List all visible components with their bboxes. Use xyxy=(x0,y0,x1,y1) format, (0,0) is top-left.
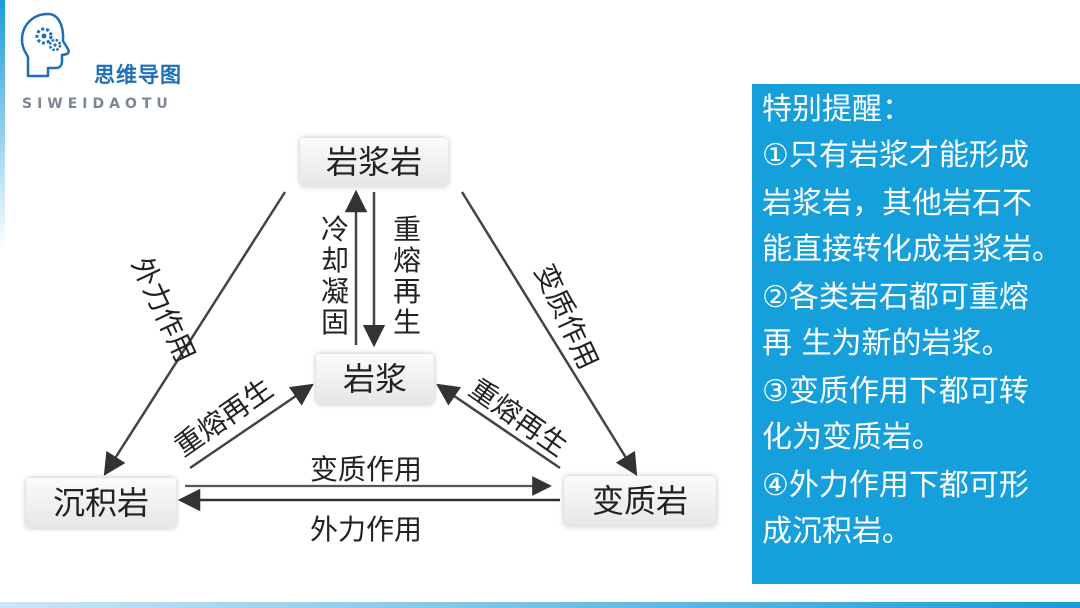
reminder-line: 再 生为新的岩浆。 xyxy=(762,326,1012,361)
head-with-gears-icon xyxy=(20,12,70,78)
logo-subtitle: SIWEIDAOTU xyxy=(22,96,173,112)
reminder-line: 岩浆岩，其他岩石不 xyxy=(762,186,1032,221)
label-remelting-vertical: 重熔再生 xyxy=(392,213,421,339)
label-cooling: 冷却凝固 xyxy=(320,213,349,339)
label-external-force-bottom: 外力作用 xyxy=(310,513,423,546)
reminder-title: 特别提醒： xyxy=(762,92,912,127)
reminder-panel: 特别提醒： ①只有岩浆才能形成 岩浆岩，其他岩石不 能直接转化成岩浆岩。 ②各类… xyxy=(752,84,1080,584)
arrow-magma-rock-to-sedimentary xyxy=(103,191,287,476)
reminder-line: ②各类岩石都可重熔 xyxy=(762,280,1029,315)
node-magma-rock: 岩浆岩 xyxy=(300,138,448,186)
node-magma: 岩浆 xyxy=(316,354,434,404)
bottom-accent-bar xyxy=(0,602,1080,608)
arrow-sedimentary-to-magma xyxy=(189,383,314,470)
reminder-line: 成沉积岩。 xyxy=(762,514,912,549)
node-sedimentary-rock: 沉积岩 xyxy=(26,478,176,528)
arrow-metamorphic-to-magma xyxy=(436,383,561,470)
logo-title: 思维导图 xyxy=(94,63,182,87)
left-accent-bar xyxy=(0,0,5,250)
reminder-line: ①只有岩浆才能形成 xyxy=(762,138,1029,173)
reminder-line: 能直接转化成岩浆岩。 xyxy=(762,232,1062,267)
label-metamorphism-bottom: 变质作用 xyxy=(310,453,423,486)
node-metamorphic-rock: 变质岩 xyxy=(564,476,716,526)
reminder-line: ④外力作用下都可形 xyxy=(762,468,1029,503)
arrow-magma-rock-to-metamorphic xyxy=(460,191,638,476)
logo: 思维导图 SIWEIDAOTU xyxy=(14,10,214,112)
reminder-line: 化为变质岩。 xyxy=(762,420,942,455)
reminder-line: ③变质作用下都可转 xyxy=(762,374,1029,409)
